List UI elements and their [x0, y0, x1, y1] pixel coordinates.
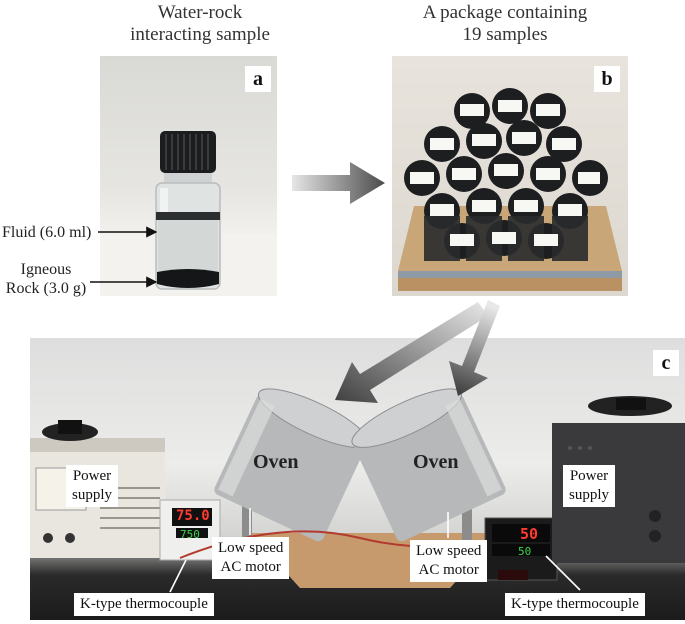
arrow-b-to-right-oven: [449, 300, 500, 396]
thermocouple-right-label: K-type thermocouple: [505, 593, 645, 616]
oven-right-label: Oven: [413, 451, 459, 473]
caption-a-line1: Water-rock: [157, 2, 243, 23]
caption-b-line1: A package containing: [422, 2, 588, 23]
panel-b-photo: b: [392, 56, 628, 296]
arrow-b-to-left-oven: [335, 302, 488, 403]
tag-a: a: [245, 66, 271, 92]
motor-right-label: Low speed AC motor: [410, 540, 488, 582]
power-left-line1: Power: [72, 468, 112, 484]
thermo-left-pointer: [169, 559, 187, 593]
thermocouple-left-label: K-type thermocouple: [74, 593, 214, 616]
power-supply-left-label: Power supply: [66, 465, 119, 507]
rock-label: Igneous Rock (3.0 g): [2, 260, 90, 298]
display-left-top: 75.0: [176, 508, 210, 524]
motor-right-line2: AC motor: [418, 562, 479, 578]
power-left-line2: supply: [72, 487, 113, 503]
caption-b-line2: 19 samples: [462, 24, 548, 45]
power-right-line1: Power: [569, 468, 609, 484]
arrow-a-to-b: [292, 162, 385, 204]
caption-a-line2: interacting sample: [130, 24, 270, 45]
vial-illustration: [100, 131, 277, 296]
display-right-top: 50: [520, 525, 539, 543]
caption-panel-a: Water-rock interacting sample: [100, 2, 300, 46]
oven-setup-illustration: [30, 388, 685, 588]
motor-left-line1: Low speed: [218, 540, 284, 556]
tag-b: b: [594, 66, 620, 92]
rock-label-line2: Rock (3.0 g): [5, 280, 87, 297]
power-right-line2: supply: [569, 487, 610, 503]
rock-label-line1: Igneous: [20, 261, 72, 278]
motor-left-line2: AC motor: [220, 559, 281, 575]
tag-c: c: [653, 350, 679, 376]
motor-left-label: Low speed AC motor: [212, 537, 290, 579]
motor-right-line1: Low speed: [416, 543, 482, 559]
caption-panel-b: A package containing 19 samples: [390, 2, 620, 46]
fluid-label: Fluid (6.0 ml): [2, 224, 92, 241]
package-illustration: [398, 88, 622, 291]
display-right-bottom: 50: [518, 545, 532, 558]
panel-a-photo: a: [100, 56, 277, 296]
oven-left-label: Oven: [253, 451, 299, 473]
power-supply-right-label: Power supply: [563, 465, 616, 507]
thermo-right-pointer: [545, 555, 581, 591]
display-left-bottom: 750: [180, 528, 200, 541]
